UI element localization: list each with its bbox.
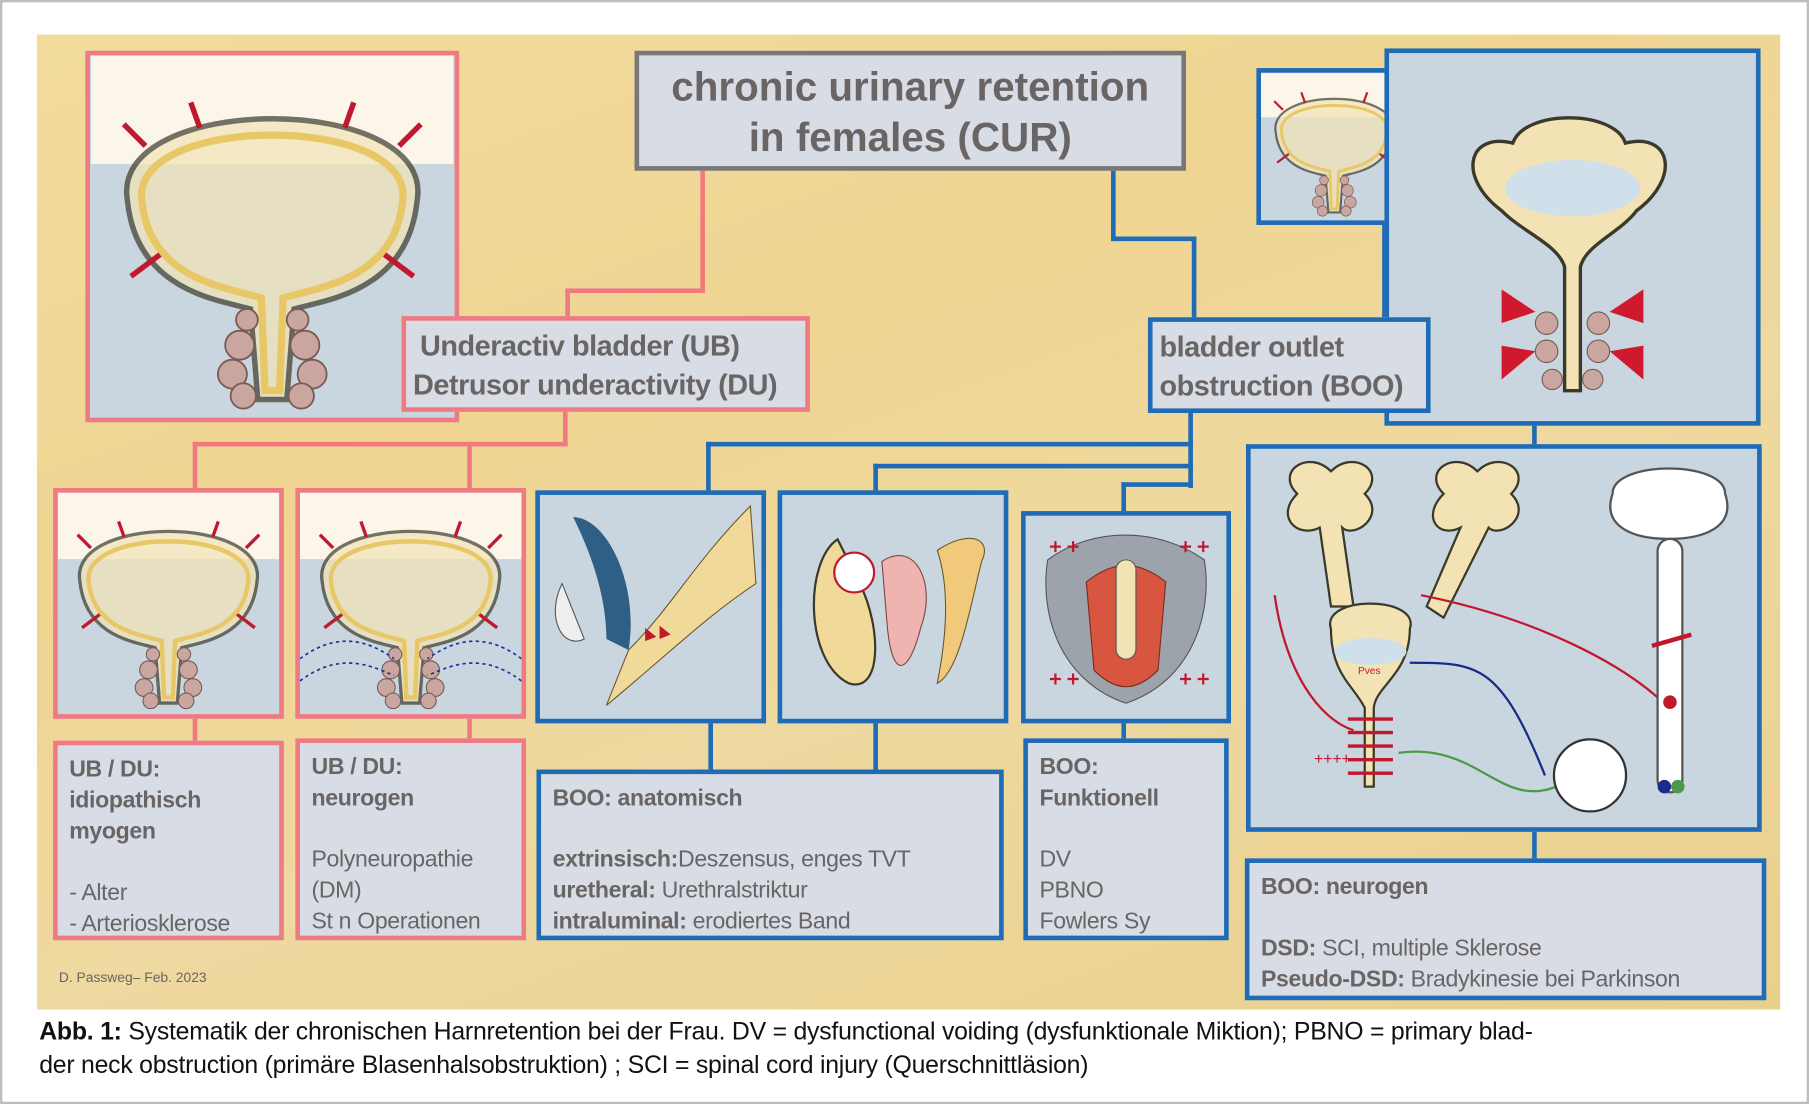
neurogenic-bladder-drawing — [299, 493, 522, 715]
connector — [706, 441, 711, 493]
term: uretheral: — [552, 877, 656, 904]
title-line: in females (CUR) — [748, 115, 1072, 161]
neurogenic-pathways-drawing: Pves ++++ — [1273, 460, 1729, 813]
connector — [873, 463, 878, 493]
illustration-pelvic-floor — [1021, 511, 1231, 724]
connector — [467, 715, 472, 741]
author-credit: D. Passweg– Feb. 2023 — [58, 969, 207, 986]
item: PBNO — [1039, 877, 1104, 904]
box-boo-neurogenic: BOO: neurogen DSD: SCI, multiple Skleros… — [1244, 858, 1767, 1001]
connector — [563, 410, 568, 446]
connector — [873, 463, 1193, 469]
illustration-underactive-bladder — [85, 50, 460, 423]
item: (DM) — [311, 877, 362, 904]
plus-signs-label: ++++ — [1314, 751, 1351, 768]
illustration-idiopathic-bladder — [53, 488, 284, 719]
item: - Arteriosklerose — [69, 911, 231, 937]
term: Pseudo-DSD: — [1260, 966, 1405, 993]
connector — [1532, 422, 1537, 447]
connector — [708, 719, 713, 772]
term: intraluminal: — [552, 909, 687, 935]
ub-line: Underactiv bladder (UB) — [419, 329, 740, 363]
root-node-cur: chronic urinary retention in females (CU… — [634, 50, 1187, 171]
term: extrinsisch: — [552, 846, 679, 873]
connector — [700, 169, 705, 294]
connector — [1121, 719, 1127, 741]
anatomic-obstruction-drawing — [554, 504, 757, 706]
pelvic-floor-drawing — [1045, 534, 1209, 704]
boo-line: obstruction (BOO) — [1159, 370, 1404, 403]
heading: myogen — [69, 819, 156, 845]
connector — [192, 441, 198, 491]
box-ub-idiopathic: UB / DU: idiopathisch myogen - Alter - A… — [53, 740, 284, 941]
illustration-neurogenic-bladder — [295, 488, 527, 719]
description: Deszensus, enges TVT — [677, 846, 911, 873]
illustration-urethral-stricture — [777, 490, 1009, 724]
connector — [192, 715, 198, 743]
connector — [1111, 169, 1116, 242]
heading: Funktionell — [1039, 785, 1159, 812]
connector — [1111, 236, 1197, 242]
connector — [467, 441, 472, 491]
connector — [565, 288, 705, 294]
connector — [1121, 482, 1193, 487]
description: SCI, multiple Sklerose — [1316, 935, 1542, 962]
figure-caption-line2: der neck obstruction (primäre Blasenhals… — [39, 1051, 1089, 1079]
item: - Alter — [69, 880, 128, 906]
caption-label: Abb. 1: — [39, 1017, 122, 1046]
item: Fowlers Sy — [1039, 909, 1151, 935]
heading: BOO: anatomisch — [552, 785, 743, 812]
heading: UB / DU: — [311, 754, 403, 780]
description: Urethralstriktur — [655, 877, 808, 904]
node-underactive-bladder: Underactiv bladder (UB) Detrusor underac… — [401, 316, 810, 412]
obstructed-bladder-drawing — [1471, 116, 1667, 393]
urethral-stricture-drawing — [812, 537, 985, 686]
connector — [873, 719, 878, 772]
connector — [1188, 411, 1193, 489]
connector — [706, 441, 1193, 447]
pves-label: Pves — [1358, 666, 1381, 677]
heading: BOO: — [1039, 754, 1099, 780]
item: DV — [1039, 846, 1071, 873]
heading: idiopathisch — [69, 787, 201, 814]
bladder-drawing — [90, 55, 455, 417]
caption-text: Systematik der chronischen Harnretention… — [121, 1017, 1533, 1046]
heading: neurogen — [311, 785, 414, 812]
bladder-drawing — [58, 493, 280, 715]
box-boo-anatomic: BOO: anatomisch extrinsisch:Deszensus, e… — [536, 769, 1004, 941]
box-boo-functional: BOO: Funktionell DV PBNO Fowlers Sy — [1023, 738, 1229, 941]
connector — [192, 441, 568, 447]
connector — [1121, 482, 1127, 514]
item: Polyneuropathie — [311, 846, 474, 873]
boo-line: bladder outlet — [1159, 331, 1344, 364]
heading: UB / DU: — [69, 756, 161, 783]
connector — [565, 288, 570, 319]
illustration-obstructed-bladder — [1384, 48, 1761, 426]
title-line: chronic urinary retention — [671, 64, 1150, 110]
illustration-neurogenic-pathways: Pves ++++ — [1245, 444, 1762, 832]
figure-caption: Abb. 1: Systematik der chronischen Harnr… — [39, 1017, 1533, 1047]
term: DSD: — [1260, 935, 1317, 962]
connector — [1191, 236, 1197, 320]
connector — [1532, 828, 1537, 861]
description: Bradykinesie bei Parkinson — [1404, 966, 1681, 993]
heading: BOO: neurogen — [1260, 874, 1429, 900]
description: erodiertes Band — [686, 909, 851, 935]
node-bladder-outlet-obstruction: bladder outlet obstruction (BOO) — [1147, 317, 1431, 414]
illustration-anatomic-obstruction — [535, 490, 767, 724]
box-ub-neurogenic: UB / DU: neurogen Polyneuropathie (DM) S… — [295, 738, 527, 941]
item: St n Operationen — [311, 909, 481, 935]
ub-line: Detrusor underactivity (DU) — [413, 369, 778, 402]
